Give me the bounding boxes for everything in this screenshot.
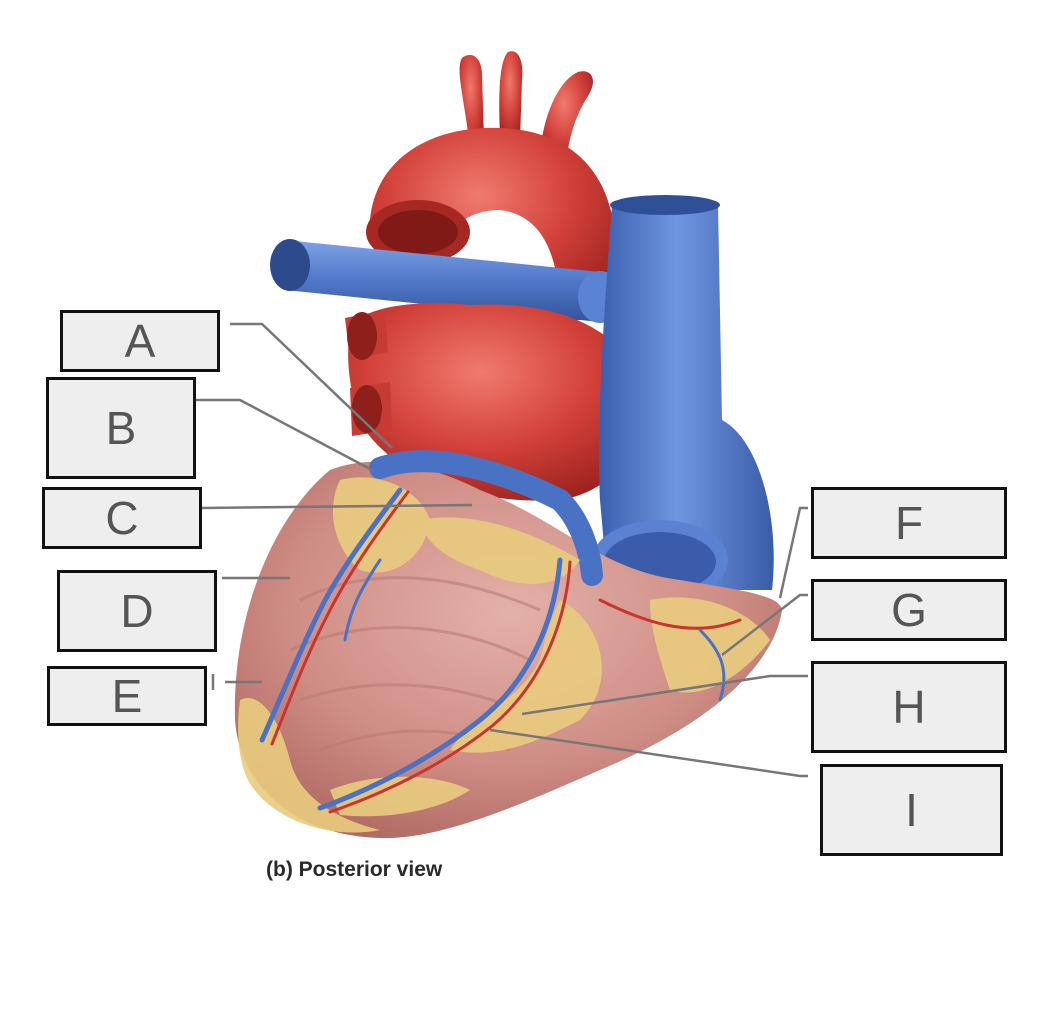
label-box-b[interactable]: B xyxy=(46,377,196,479)
label-box-d[interactable]: D xyxy=(57,570,217,652)
leader-line-b xyxy=(196,398,373,472)
leader-line-g xyxy=(721,593,808,656)
leader-line-h xyxy=(521,674,808,716)
figure-caption: (b) Posterior view xyxy=(266,858,443,881)
coronary-vessels xyxy=(259,487,742,814)
leader-line-f xyxy=(778,506,808,599)
aorta xyxy=(366,51,612,320)
label-box-i[interactable]: I xyxy=(820,764,1003,856)
leader-line-c xyxy=(201,503,473,510)
leader-line-a xyxy=(230,322,393,449)
vena-cava xyxy=(592,195,774,600)
leader-line-i xyxy=(489,728,808,778)
label-box-c[interactable]: C xyxy=(42,487,202,549)
label-box-e[interactable]: E xyxy=(47,666,207,726)
label-box-g[interactable]: G xyxy=(811,579,1007,641)
label-box-a[interactable]: A xyxy=(60,310,220,372)
label-box-h[interactable]: H xyxy=(811,661,1007,753)
leader-lines xyxy=(196,322,808,778)
label-box-f[interactable]: F xyxy=(811,487,1007,559)
coronary-sinus xyxy=(369,450,603,586)
epicardial-fat xyxy=(238,477,770,833)
